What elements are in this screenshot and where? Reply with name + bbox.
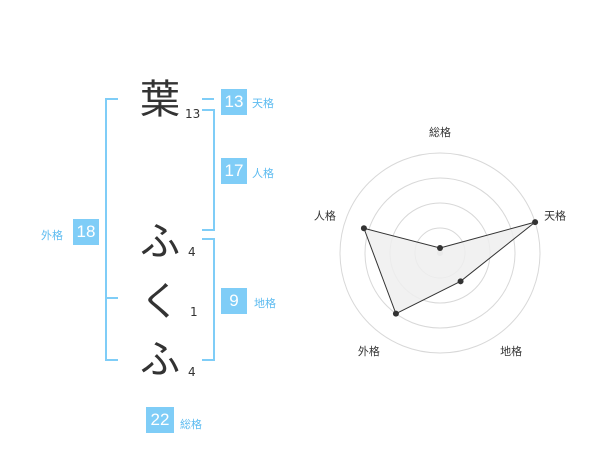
radar-axis-label-5: 人格 bbox=[314, 209, 336, 223]
tenkaku-bracket bbox=[200, 98, 220, 232]
radar-axis-label-4: 外格 bbox=[358, 344, 380, 358]
jinkaku-label: 人格 bbox=[252, 167, 274, 180]
jinkaku-badge: 17 bbox=[221, 158, 247, 184]
stroke-count-1: 13 bbox=[185, 107, 201, 121]
radar-point-5 bbox=[360, 225, 367, 232]
radar-axis-label-1: 総格 bbox=[429, 125, 451, 139]
radar-ring bbox=[339, 152, 541, 354]
radar-point-2 bbox=[532, 219, 539, 226]
soukaku-badge: 22 bbox=[146, 407, 174, 433]
name-char-4: ふ bbox=[140, 337, 180, 383]
name-char-2: ふ bbox=[140, 219, 180, 265]
tenkaku-label: 天格 bbox=[252, 97, 274, 110]
chikaku-bracket bbox=[200, 238, 220, 362]
stroke-count-4: 4 bbox=[188, 365, 196, 379]
radar-axis-label-2: 天格 bbox=[544, 209, 566, 223]
stroke-count-2: 4 bbox=[188, 245, 196, 259]
radar-point-4 bbox=[392, 310, 399, 317]
chikaku-label: 地格 bbox=[254, 297, 276, 310]
radar-ring bbox=[364, 177, 516, 329]
soukaku-label: 総格 bbox=[180, 418, 202, 431]
radar-point-3 bbox=[457, 278, 464, 285]
gaikaku-label: 外格 bbox=[41, 229, 63, 242]
radar-point-1 bbox=[437, 245, 443, 251]
name-char-1: 葉 bbox=[140, 77, 180, 123]
name-char-3: く bbox=[140, 279, 180, 325]
gaikaku-badge: 18 bbox=[73, 219, 99, 245]
gaikaku-bracket bbox=[100, 98, 120, 362]
chikaku-badge: 9 bbox=[221, 288, 247, 314]
stroke-count-3: 1 bbox=[190, 305, 198, 319]
radar-axis-label-3: 地格 bbox=[500, 344, 522, 358]
tenkaku-badge: 13 bbox=[221, 89, 247, 115]
radar-area bbox=[363, 221, 536, 315]
